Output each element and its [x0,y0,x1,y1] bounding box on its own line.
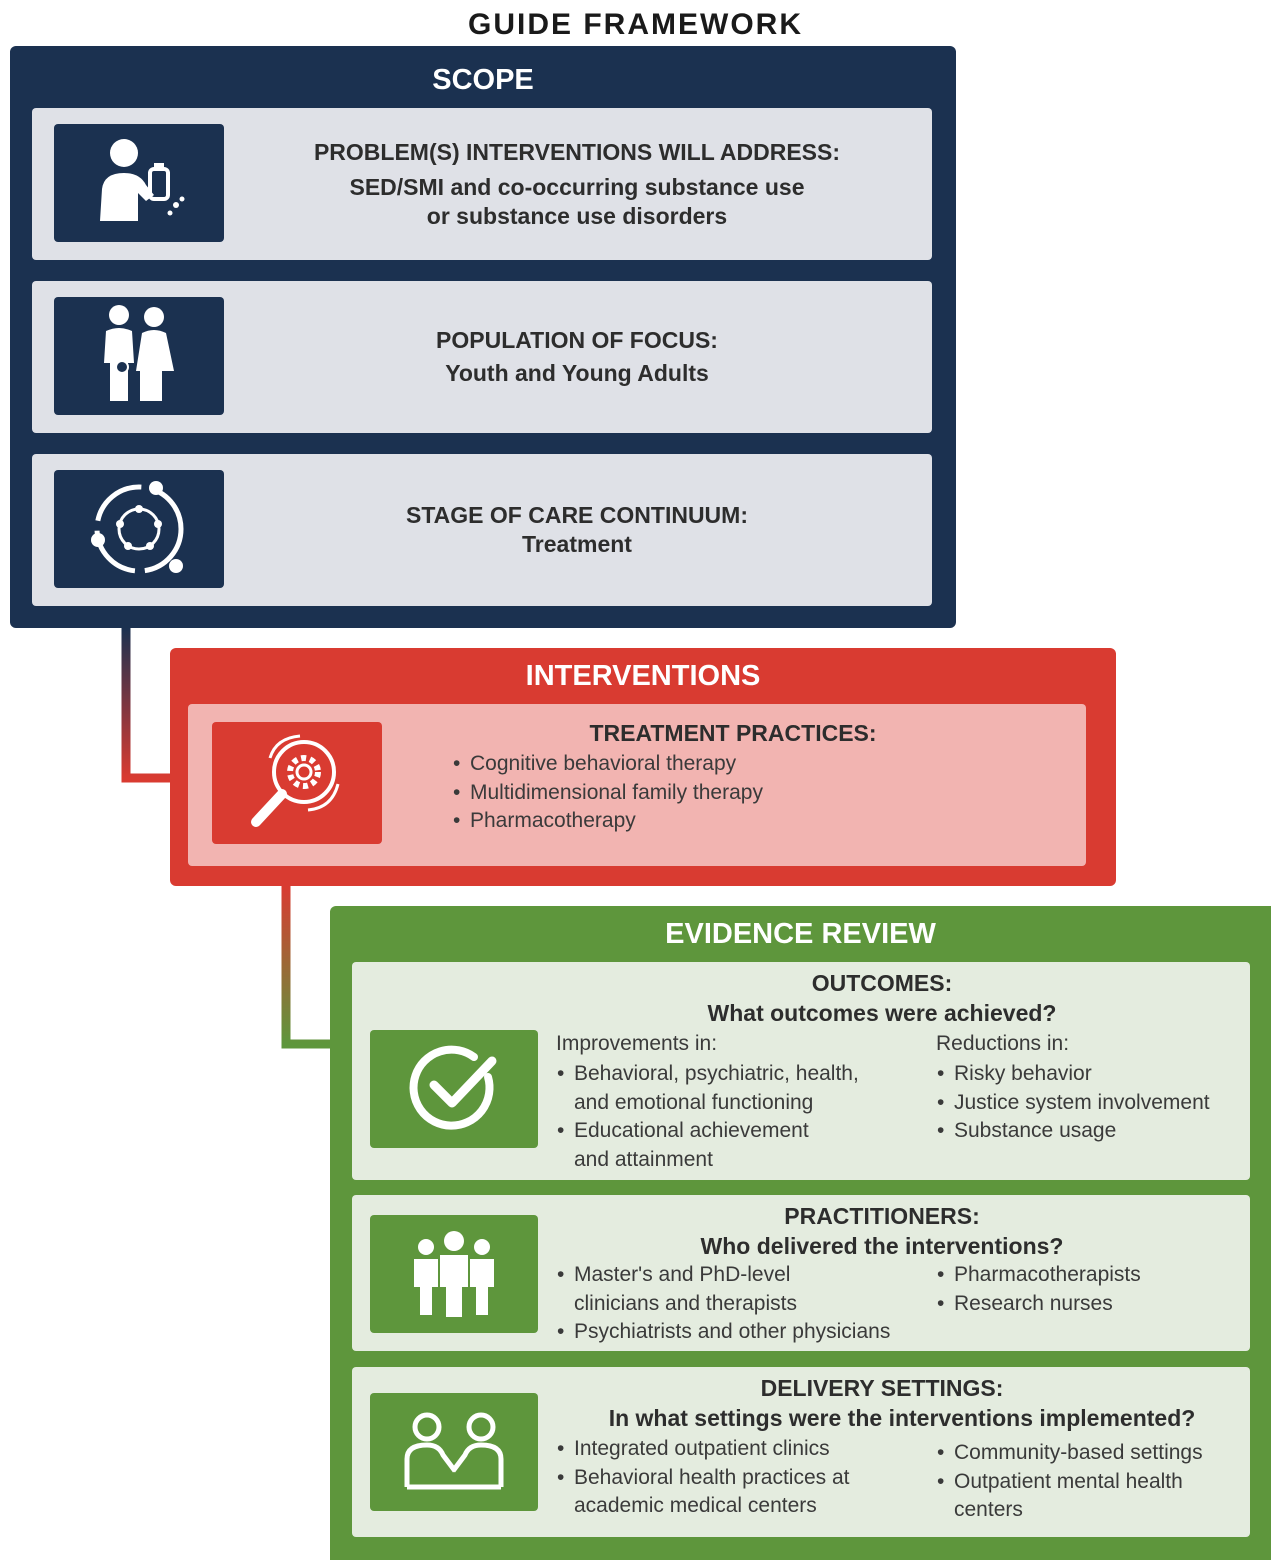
problems-card: PROBLEM(S) INTERVENTIONS WILL ADDRESS: S… [32,108,932,260]
reductions-list: Risky behavior Justice system involvemen… [934,1060,1210,1146]
list-item: Cognitive behavioral therapy [450,750,763,779]
practitioners-card: PRACTITIONERS: Who delivered the interve… [352,1195,1250,1351]
treatment-practices-heading: TREATMENT PRACTICES: [589,720,877,746]
list-item: Pharmacotherapists [934,1261,1141,1290]
outcomes-heading: OUTCOMES: [811,970,953,996]
list-item: Community-based settings [934,1439,1203,1468]
delivery-settings-question: In what settings were the interventions … [608,1405,1196,1431]
outcomes-card: OUTCOMES: What outcomes were achieved? I… [352,962,1250,1180]
population-card: POPULATION OF FOCUS: Youth and Young Adu… [32,281,932,433]
reductions-label: Reductions in: [936,1032,1070,1055]
list-item: Risky behavior [934,1060,1210,1089]
settings-right-list: Community-based settings Outpatient ment… [934,1439,1203,1525]
delivery-settings-card: DELIVERY SETTINGS: In what settings were… [352,1367,1250,1537]
treatment-practices-card: TREATMENT PRACTICES: Cognitive behaviora… [188,704,1086,866]
checkmark-icon [370,1030,538,1148]
outcomes-question: What outcomes were achieved? [707,1000,1057,1026]
list-item: Justice system involvement [934,1089,1210,1118]
list-item: Multidimensional family therapy [450,779,763,808]
list-item: Psychiatrists and other physicians [554,1318,890,1347]
settings-left-list: Integrated outpatient clinics Behavioral… [554,1435,850,1521]
problems-heading: PROBLEM(S) INTERVENTIONS WILL ADDRESS: [313,138,841,165]
list-item: Research nurses [934,1290,1141,1319]
magnifier-gear-icon [212,722,382,844]
population-line-1: Youth and Young Adults [445,360,709,386]
practitioners-question: Who delivered the interventions? [700,1233,1064,1259]
delivery-settings-heading: DELIVERY SETTINGS: [760,1375,1004,1401]
population-heading: POPULATION OF FOCUS: [436,327,718,353]
practitioners-heading: PRACTITIONERS: [784,1203,980,1229]
practitioners-right-list: Pharmacotherapists Research nurses [934,1261,1141,1318]
problems-line-2: or substance use disorders [426,202,728,229]
group-of-people-icon [370,1215,538,1333]
list-item: Integrated outpatient clinics [554,1435,850,1464]
problems-line-1: SED/SMI and co-occurring substance use [349,173,805,200]
stage-line-1: Treatment [522,531,632,557]
interventions-title: INTERVENTIONS [525,660,761,692]
evidence-review-title: EVIDENCE REVIEW [665,918,936,950]
stage-heading: STAGE OF CARE CONTINUUM: [405,502,748,528]
scope-section: SCOPE PROBLEM(S) INTERVENTIONS WILL ADDR… [10,46,956,628]
handshake-people-icon [370,1393,538,1511]
evidence-review-section: EVIDENCE REVIEW OUTCOMES: What outcomes … [330,906,1271,1560]
family-icon [54,297,224,415]
interventions-to-evidence-connector [281,886,332,1049]
list-item: Pharmacotherapy [450,807,763,836]
scope-to-interventions-connector [121,628,172,783]
list-item: Substance usage [934,1117,1210,1146]
person-with-substance-icon [54,124,224,242]
stage-card: STAGE OF CARE CONTINUUM: Treatment [32,454,932,606]
list-item: Behavioral, psychiatric, health,and emot… [554,1060,859,1117]
treatment-practices-list: Cognitive behavioral therapy Multidimens… [450,750,763,836]
improvements-list: Behavioral, psychiatric, health,and emot… [554,1060,859,1174]
improvements-label: Improvements in: [556,1032,718,1055]
diagram-title: GUIDE FRAMEWORK [468,8,803,41]
scope-title: SCOPE [432,64,534,96]
interventions-section: INTERVENTIONS TREATMENT PRACTICES: Cogni… [170,648,1116,886]
care-cycle-icon [54,470,224,588]
